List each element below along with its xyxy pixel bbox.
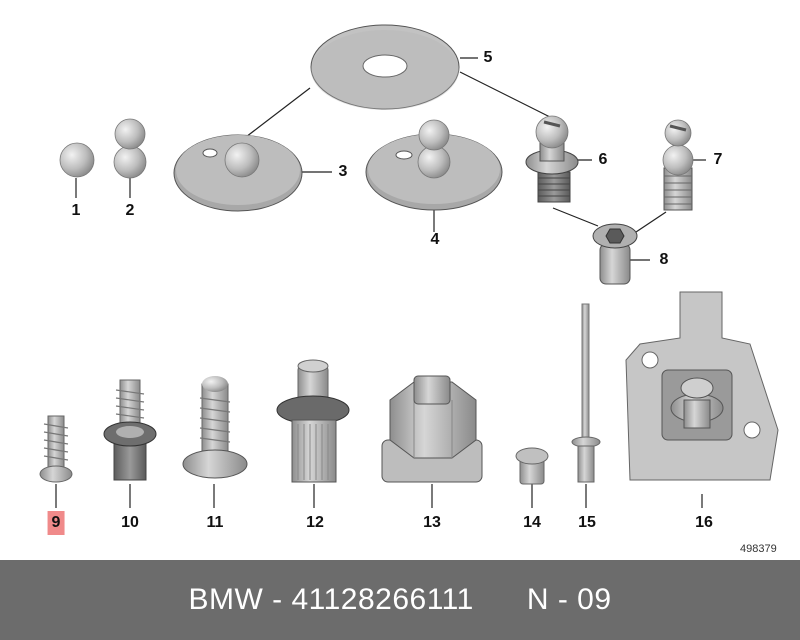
part-5-washer: [310, 24, 460, 110]
label-8: 8: [659, 251, 669, 268]
part-3-plate-ball: [173, 134, 303, 212]
label-11: 11: [206, 514, 224, 531]
label-10: 10: [121, 514, 139, 531]
part-12-knurled-stud: [276, 359, 350, 483]
label-13: 13: [423, 514, 441, 531]
part-info-bar: BMW - 41128266111 N - 09: [0, 560, 800, 640]
separator: -: [263, 583, 292, 616]
part-2-double-ball: [113, 118, 147, 179]
part-10-screw-washer: [103, 379, 157, 481]
part-9-screw: [39, 415, 73, 483]
label-7: 7: [713, 151, 723, 168]
label-9-highlighted: 9: [47, 511, 65, 535]
reference-code: 498379: [740, 543, 777, 555]
diagram-position: N - 09: [526, 583, 612, 616]
label-16: 16: [695, 514, 713, 531]
part-8-rivet-nut: [592, 223, 638, 285]
part-4-plate-double-ball: [365, 119, 503, 211]
label-4: 4: [430, 231, 440, 248]
label-2: 2: [125, 202, 135, 219]
part-16-bracket: [625, 291, 779, 481]
part-15-blind-rivet: [571, 303, 601, 483]
part-11-flange-bolt: [182, 376, 248, 479]
brand-name: BMW: [188, 583, 264, 616]
part-1-ball: [59, 142, 95, 178]
spacer: [474, 583, 527, 617]
label-15: 15: [578, 514, 596, 531]
part-7-double-ball-stud: [662, 119, 694, 211]
part-13-nut-assembly: [381, 375, 483, 483]
label-3: 3: [338, 163, 348, 180]
part-6-ball-stud: [525, 115, 579, 203]
part-14-cap: [515, 447, 549, 485]
label-12: 12: [306, 514, 324, 531]
label-5: 5: [483, 49, 493, 66]
label-6: 6: [598, 151, 608, 168]
part-number: 41128266111: [291, 583, 474, 616]
label-14: 14: [523, 514, 541, 531]
parts-diagram: [39, 24, 779, 508]
label-1: 1: [71, 202, 81, 219]
